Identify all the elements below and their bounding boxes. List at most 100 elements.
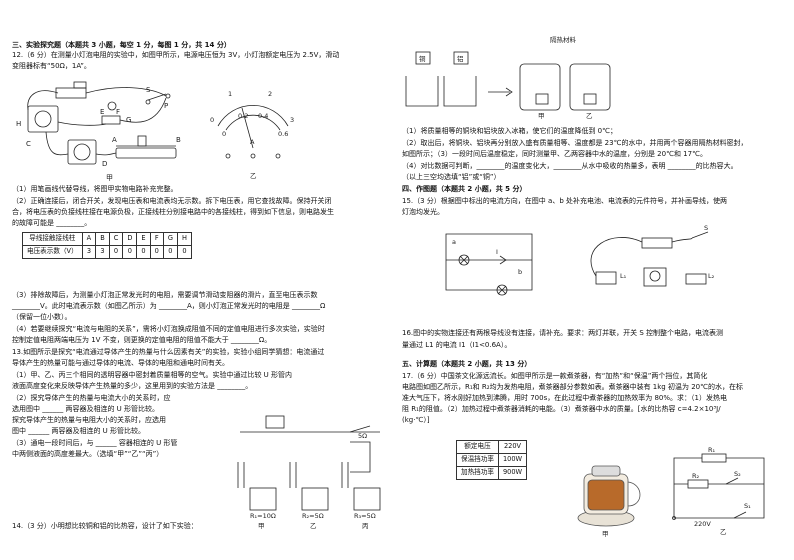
fig-label-yi-14: 乙 <box>586 112 593 120</box>
q13-part3-line1: （3）通电一段时间后，与 ______ 容器相连的 U 形管 <box>12 439 178 447</box>
table-cell: 0 <box>122 245 138 259</box>
q12-text-line2: 变阻器标有“50Ω，1A”。 <box>12 62 91 70</box>
q17-text-line1: 17.（6 分）中国茶文化源远流长。如图甲所示是一款煮茶器，有“加热”和“保温”… <box>402 372 708 380</box>
q12-part3-line2: ________V。此时电流表示数（如图乙所示）为 ________A，则小灯泡… <box>12 302 326 310</box>
q17-text-line5: (kg·℃）] <box>402 416 430 424</box>
q16-label-s: S <box>704 224 708 232</box>
q13-part1-line1: （1）甲、乙、丙三个相同的透明容器中密封着质量相等的空气。实验中通过比较 U 形… <box>12 371 293 379</box>
q16-text-line2: 量通过 L1 的电流 I1（I1<0.6A）。 <box>402 341 512 349</box>
table-cell: 3 <box>81 245 97 259</box>
q13-text-line2: 导体产生的热量可能与通过导体的电流、导体的电阻和通电时间有关。 <box>12 359 229 367</box>
svg-text:C: C <box>26 140 31 148</box>
svg-text:G: G <box>126 116 131 124</box>
table-row: 加热挡功率 900W <box>456 466 528 480</box>
q17-circuit-figure: R₁ R₂ S₂ S₁ 220V 乙 <box>672 446 765 536</box>
q12-part3-line1: （3）排除故障后，为测量小灯泡正常发光时的电阻，需要调节滑动变阻器的滑片，直至电… <box>12 291 318 299</box>
q14-part3-line2: （以上三空均选填“铝”或“铜”） <box>402 173 501 181</box>
q15-circuit-figure: a b I <box>445 233 533 296</box>
table-cell: E <box>136 232 151 246</box>
q14-part2-line1: （2）取出后，将铜块、铝块再分别放入盛有质量相等、温度都是 23℃的水中，并用两… <box>402 139 748 147</box>
q13-text-line1: 13.如图所示是探究“电流通过导体产生的热量与什么因素有关”的实验，实验小组同学… <box>12 348 325 356</box>
svg-text:0.2: 0.2 <box>238 112 248 120</box>
q14-part3-line1: （4）对比数据可判断，________的温度变化大，________从水中吸收的… <box>402 162 738 170</box>
res-label-r1: R₁=10Ω <box>250 512 276 520</box>
section-5-heading: 五、计算题（本题共 2 小题，共 13 分） <box>402 360 532 368</box>
circ-label-r1: R₁ <box>708 446 716 454</box>
table-cell: 电压表示数（V） <box>22 245 83 259</box>
svg-text:0.4: 0.4 <box>258 112 268 120</box>
table-cell: F <box>149 232 164 246</box>
container-label-yi: 乙 <box>310 522 317 530</box>
table-cell: A <box>81 232 97 246</box>
table-cell: 220V <box>497 440 528 454</box>
table-cell: C <box>108 232 124 246</box>
table-row: 保温挡功率 100W <box>456 453 528 467</box>
q15-label-b: b <box>518 268 522 276</box>
q13-part1-line2: 液面高度变化来反映导体产生热量的多少，这里用到的实验方法是 ________。 <box>12 382 253 390</box>
block-label-al: 铝 <box>457 54 464 63</box>
q13-part2-line2: 选用图中 ______ 两容器及相连的 U 形管比较。 <box>12 405 160 413</box>
q12-text-line1: 12.（6 分）在测量小灯泡电阻的实验中，如图甲所示，电源电压恒为 3V，小灯泡… <box>12 51 340 59</box>
fig-label-jia-14: 甲 <box>538 112 545 120</box>
svg-text:0.6: 0.6 <box>278 130 288 138</box>
fig-label-jia-17: 甲 <box>602 530 609 538</box>
container-label-jia: 甲 <box>258 522 265 530</box>
circ-label-s1: S₁ <box>744 502 751 510</box>
svg-text:A: A <box>112 136 117 144</box>
svg-text:P: P <box>164 102 168 110</box>
q16-label-l1: L₁ <box>620 272 627 280</box>
q14-part2-line2: 如图所示；（3）一段时间后温度稳定，同时测量甲、乙两容器中水的温度，分别是 20… <box>402 150 707 158</box>
table-cell: 0 <box>136 245 151 259</box>
table-row: 额定电压 220V <box>456 440 528 454</box>
svg-text:0: 0 <box>222 130 226 138</box>
svg-text:H: H <box>16 120 21 128</box>
res-top-label: 5Ω <box>358 432 367 440</box>
insulation-label: 隔热材料 <box>550 35 577 44</box>
q16-label-l2: L₂ <box>708 272 715 280</box>
q14-blocks-figure: 隔热材料 铜 铝 甲 乙 <box>405 35 611 120</box>
table-cell: G <box>162 232 178 246</box>
svg-text:B: B <box>176 136 181 144</box>
kettle-param-table: 额定电压 220V 保温挡功率 100W 加热挡功率 900W <box>456 440 528 480</box>
q12-part2-line2: 合，将电压表的负接线柱接在电源负极，正接线柱分别接电路中的各接线柱，得到如下信息… <box>12 208 334 216</box>
circ-label-r2: R₂ <box>692 472 700 480</box>
table-cell: 额定电压 <box>456 440 499 454</box>
q14-text: 14.（3 分）小明想比较铜和铝的比热容，设计了如下实验： <box>12 522 198 530</box>
q12-part4-line1: （4）若要继续探究“电流与电阻的关系”，需将小灯泡换成阻值不同的定值电阻进行多次… <box>12 325 325 333</box>
q17-text-line3: 准大气压下，将水刚好加热到沸腾，用时 700s，在此过程中煮茶器的加热效率为 8… <box>402 394 727 402</box>
svg-text:3: 3 <box>290 116 294 124</box>
q13-part2-line1: （2）探究导体产生的热量与电流大小的关系时，应 <box>12 394 171 402</box>
table-cell: 加热挡功率 <box>456 466 499 480</box>
block-label-cu: 铜 <box>419 54 426 63</box>
q15-label-i: I <box>496 248 498 256</box>
fig-label-yi-17: 乙 <box>720 528 727 536</box>
table-cell: 0 <box>176 245 192 259</box>
res-label-r3: R₃=5Ω <box>354 512 376 520</box>
table-cell: 保温挡功率 <box>456 453 499 467</box>
q13-part2-line4: 图中 ______ 两容器及相连的 U 形管比较。 <box>12 427 146 435</box>
ammeter-unit: A <box>250 138 255 146</box>
q12-part2-line1: （2）正确连接后，闭合开关，发现电压表和电流表均无示数。拆下电压表，用它查找故障… <box>12 197 332 205</box>
q16-circuit-figure: L₁ L₂ S <box>590 224 715 287</box>
q15-text-line2: 灯泡均发光。 <box>402 208 444 216</box>
q15-text-line1: 15.（3 分）根据图中标出的电流方向，在图中 a、b 处补充电池、电流表的元件… <box>402 197 727 205</box>
q13-containers-figure: 5Ω R₁=10Ω R₂=5Ω R₃=5Ω 甲 乙 丙 <box>237 415 381 530</box>
table-cell: 导线接触接线柱 <box>22 232 83 246</box>
table-cell: 0 <box>149 245 164 259</box>
table-cell: H <box>176 232 192 246</box>
table-cell: D <box>122 232 138 246</box>
svg-text:2: 2 <box>268 90 272 98</box>
q12-part4-line2: 控制定值电阻两端电压为 1V 不变，则更换的定值电阻的阻值不能大于 ______… <box>12 336 272 344</box>
voltage-table: 导线接触接线柱 A B C D E F G H 电压表示数（V） 3 3 0 0… <box>22 232 192 259</box>
table-cell: 0 <box>108 245 124 259</box>
res-label-r2: R₂=5Ω <box>302 512 324 520</box>
q15-label-a: a <box>452 238 456 246</box>
table-cell: 0 <box>162 245 178 259</box>
circ-label-s2: S₂ <box>734 470 741 478</box>
table-row: 电压表示数（V） 3 3 0 0 0 0 0 0 <box>22 245 192 259</box>
q13-part3-line2: 中两侧液面的高度差最大。（选填“甲”“乙”“丙”） <box>12 450 164 458</box>
q14-part1: （1）将质量相等的铜块和铝块放入冰箱，使它们的温度降低到 0℃； <box>402 127 617 135</box>
fig-label-jia-12: 甲 <box>106 174 113 182</box>
